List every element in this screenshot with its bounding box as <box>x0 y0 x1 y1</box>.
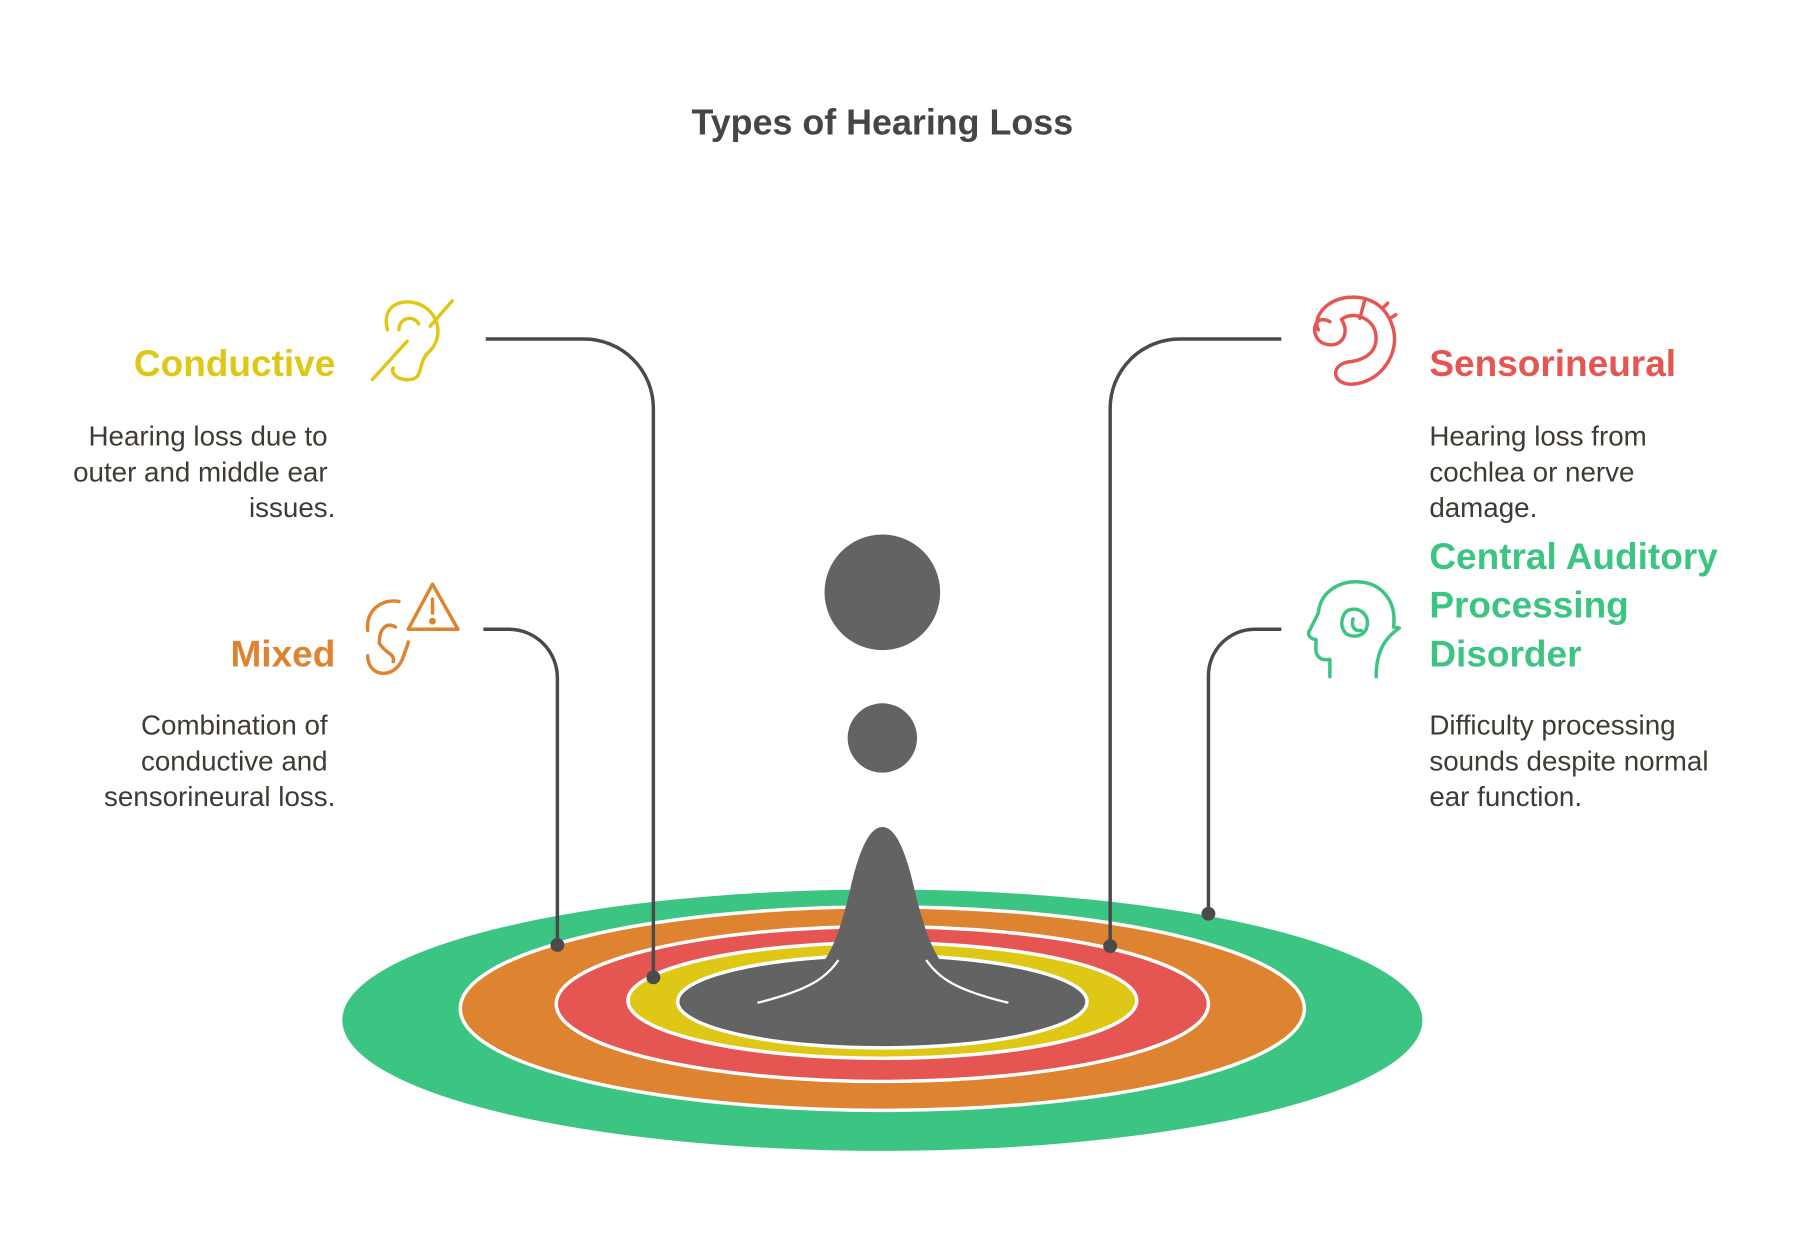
ear-warning-icon <box>365 582 460 676</box>
conductive-description: Hearing loss due to outer and middle ear… <box>73 420 335 523</box>
ear-slash-icon <box>370 299 454 382</box>
connector-capd <box>1206 627 1282 914</box>
connector-sensorineural <box>1108 337 1282 947</box>
connectors <box>483 337 1282 985</box>
drop-large <box>824 534 941 651</box>
connector-dot <box>646 970 661 985</box>
page-title: Types of Hearing Loss <box>692 102 1074 142</box>
item-capd: Central Auditory Processing Disorder Dif… <box>1306 536 1728 813</box>
conductive-title: Conductive <box>134 343 335 384</box>
splash-spike <box>757 827 1009 1003</box>
cochlea-icon <box>1313 295 1398 386</box>
capd-description: Difficulty processing sounds despite nor… <box>1429 710 1716 813</box>
drop-small <box>847 703 918 773</box>
mixed-description: Combination of conductive and sensorineu… <box>104 710 335 813</box>
head-brain-icon <box>1306 580 1401 679</box>
capd-title: Central Auditory Processing Disorder <box>1429 536 1728 674</box>
item-sensorineural: Sensorineural Hearing loss from cochlea … <box>1313 295 1676 523</box>
item-conductive: Conductive Hearing loss due to outer and… <box>73 299 454 523</box>
sensorineural-title: Sensorineural <box>1429 343 1676 384</box>
connector-dot <box>1103 939 1118 954</box>
sensorineural-description: Hearing loss from cochlea or nerve damag… <box>1429 420 1654 523</box>
connector-conductive <box>485 337 656 978</box>
mixed-title: Mixed <box>230 633 335 674</box>
item-mixed: Mixed Combination of conductive and sens… <box>104 582 460 813</box>
connector-dot <box>1201 906 1216 921</box>
spike-outline-right <box>925 959 1009 1004</box>
connector-mixed <box>483 627 560 945</box>
connector-dot <box>550 938 565 952</box>
ripple-target <box>342 534 1423 1151</box>
spike-outline-left <box>757 959 840 1004</box>
